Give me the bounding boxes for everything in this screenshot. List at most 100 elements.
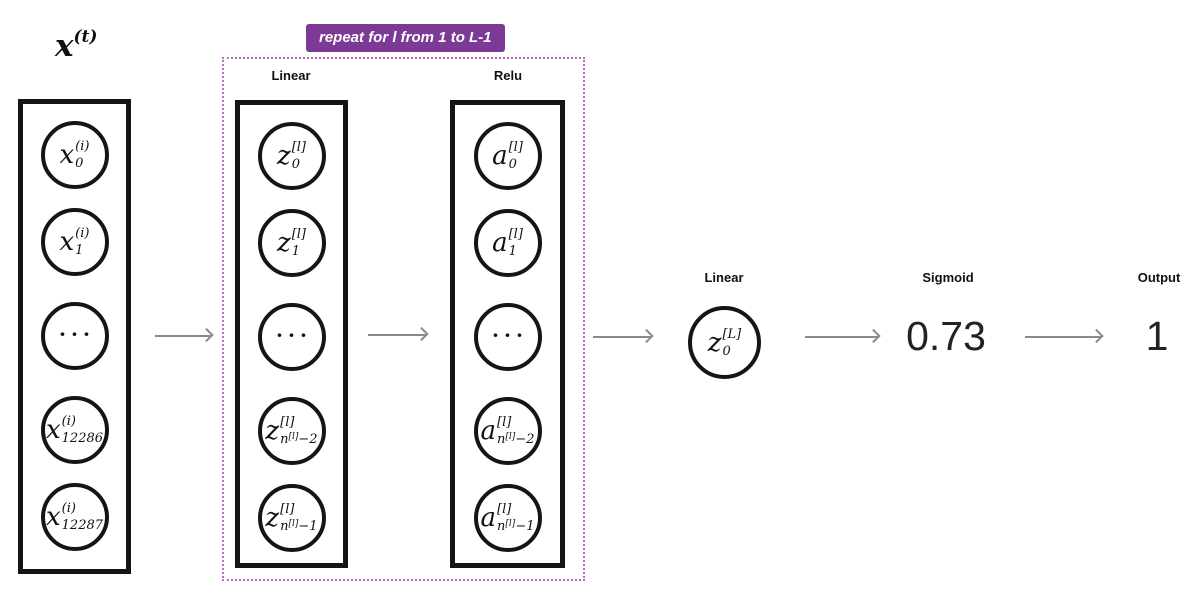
node-subscript: 0: [722, 343, 731, 359]
node-superscript: (i): [61, 414, 76, 429]
node-superscript: [l]: [291, 140, 306, 155]
output-label: Output: [1137, 270, 1181, 285]
subscript-base: n: [280, 432, 289, 447]
neuron-circle: a[l] 1: [473, 209, 542, 277]
node-base-symbol: z: [265, 416, 280, 446]
subscript-superscript: [l]: [288, 432, 299, 442]
neuron-circle: ···: [40, 302, 109, 370]
node-superscript: (i): [75, 226, 90, 241]
node-subscript: 1: [508, 244, 517, 259]
node-script-stack: [L]0: [722, 328, 741, 358]
subscript-base: n: [280, 519, 289, 534]
node-superscript: [l]: [508, 140, 523, 155]
subscript-base: n: [497, 519, 506, 534]
node-script-stack: [l]n[l]−2: [280, 416, 317, 446]
node-base-symbol: a: [492, 228, 508, 258]
neuron-circle: a[l]n[l]−2: [473, 397, 542, 465]
node-subscript: n[l]−1: [280, 519, 318, 534]
node-base-symbol: z: [276, 141, 291, 171]
neuron-circle: z[l] 0: [257, 122, 326, 190]
ellipsis-dots: ···: [276, 323, 312, 347]
node-superscript: (i): [75, 139, 90, 154]
subscript-superscript: [l]: [505, 432, 516, 442]
arrow-linear-to-relu: [368, 334, 426, 336]
node-superscript: [l]: [497, 502, 512, 517]
sigmoid-value: 0.73: [906, 313, 986, 359]
neuron-circle: z[l]n[l]−1: [257, 484, 326, 552]
node-superscript: [l]: [291, 227, 306, 242]
node-superscript: [l]: [280, 502, 295, 517]
node-base-symbol: z: [265, 503, 280, 533]
arrow-input-to-linear: [155, 335, 211, 337]
neuron-circle: z[L]0: [688, 306, 761, 379]
arrow-relu-to-final-linear: [593, 336, 651, 338]
neuron-circle: x(i) 0: [40, 121, 109, 189]
neuron-circle: x(i) 1: [40, 208, 109, 276]
node-base-symbol: a: [480, 416, 497, 446]
sigmoid-label: Sigmoid: [922, 270, 974, 285]
subscript-tail: −2: [515, 432, 535, 447]
final-linear-node-slot: z[L]0: [688, 306, 761, 379]
subscript-tail: −2: [298, 432, 318, 447]
node-base-symbol: x: [59, 227, 75, 257]
node-superscript: [l]: [508, 227, 523, 242]
relu-layer-label: Relu: [493, 68, 523, 83]
subscript-superscript: [l]: [505, 519, 516, 529]
node-script-stack: [l]n[l]−1: [497, 503, 534, 533]
final-linear-label: Linear: [704, 270, 744, 285]
repeat-banner: repeat for l from 1 to L-1: [306, 24, 505, 52]
neuron-circle: a[l]n[l]−1: [473, 484, 542, 552]
node-script-stack: (i) 12286: [62, 415, 103, 445]
node-script-stack: [l] 0: [509, 141, 523, 171]
subscript-tail: −1: [515, 519, 535, 534]
node-subscript: n[l]−2: [280, 432, 318, 447]
neuron-circle: ···: [473, 303, 542, 371]
neuron-circle: z[l]n[l]−2: [257, 397, 326, 465]
node-superscript: [l]: [280, 415, 295, 430]
neuron-circle: x(i) 12287: [40, 483, 109, 551]
arrow-sigmoid-to-output: [1025, 336, 1101, 338]
node-subscript: 0: [75, 156, 84, 171]
node-base-symbol: z: [707, 327, 722, 358]
node-superscript: (i): [61, 501, 76, 516]
node-subscript: n[l]−2: [497, 432, 535, 447]
input-vector-title: x(t): [55, 27, 97, 62]
node-script-stack: (i) 0: [75, 140, 89, 170]
subscript-tail: −1: [298, 519, 318, 534]
ellipsis-dots: ···: [59, 322, 95, 346]
node-superscript: [l]: [497, 415, 512, 430]
neuron-circle: a[l] 0: [473, 122, 542, 190]
node-script-stack: (i) 12287: [62, 502, 103, 532]
ellipsis-dots: ···: [492, 323, 528, 347]
node-base-symbol: x: [59, 140, 75, 170]
node-subscript: 1: [291, 244, 300, 259]
node-superscript: [L]: [722, 326, 742, 342]
node-base-symbol: a: [492, 141, 508, 171]
node-subscript: 0: [291, 157, 300, 172]
title-superscript: (t): [73, 27, 98, 47]
node-subscript: n[l]−1: [497, 519, 535, 534]
neuron-circle: ···: [257, 303, 326, 371]
arrow-final-linear-to-sigmoid: [805, 336, 878, 338]
subscript-base: n: [497, 432, 506, 447]
node-base-symbol: a: [480, 503, 497, 533]
subscript-superscript: [l]: [288, 519, 299, 529]
node-base-symbol: z: [276, 228, 291, 258]
linear-layer-label: Linear: [271, 68, 311, 83]
node-subscript: 0: [508, 157, 517, 172]
node-subscript: 1: [75, 243, 84, 258]
node-base-symbol: x: [45, 502, 61, 532]
node-script-stack: [l] 0: [292, 141, 306, 171]
neuron-circle: z[l] 1: [257, 209, 326, 277]
node-subscript: 12286: [61, 431, 104, 446]
title-base: x: [55, 28, 74, 64]
repeat-block-dashed-border: [222, 57, 585, 581]
node-subscript: 12287: [61, 518, 104, 533]
node-script-stack: (i) 1: [75, 227, 89, 257]
node-script-stack: [l]n[l]−1: [280, 503, 317, 533]
output-value: 1: [1145, 313, 1169, 359]
